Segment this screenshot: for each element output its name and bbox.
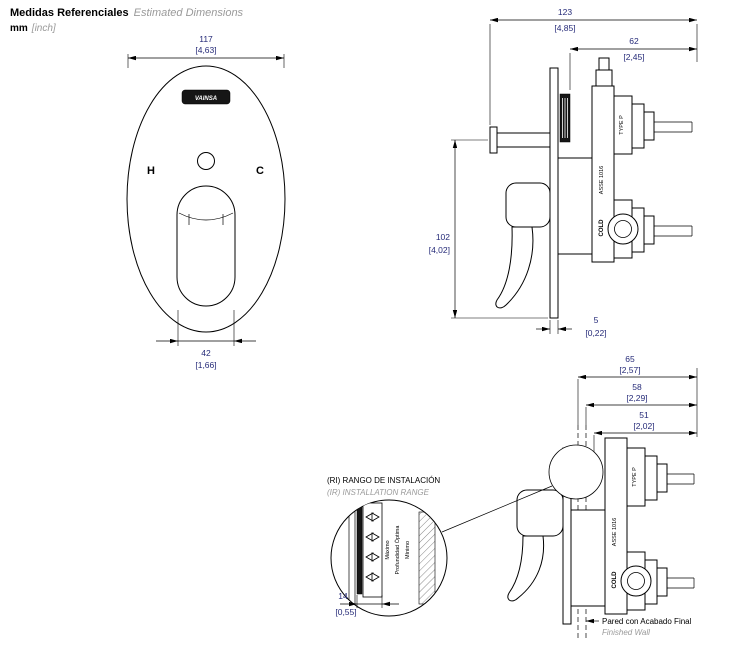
dim-plate-thickness: 5 [0,22]	[536, 315, 607, 338]
dim-valve-in: [2,45]	[623, 52, 644, 62]
dim-front-width: 117 [4,63]	[127, 34, 285, 68]
dim-install-max: 65 [2,57]	[578, 354, 697, 380]
dim-height-in: [4,02]	[429, 245, 450, 255]
dim-install-mid-in: [2,29]	[626, 393, 647, 403]
page-title: Medidas Referenciales Estimated Dimension…	[10, 7, 244, 19]
detail-circle	[330, 499, 448, 617]
install-view: 65 [2,57] 58 [2,29] 51 [2,02]	[441, 354, 698, 638]
dim-valve-depth: 62 [2,45]	[569, 36, 697, 90]
dim-height-mm: 102	[436, 232, 450, 242]
lever-handle-side-2	[507, 489, 564, 602]
wall-label-es: Pared con Acabado Final	[602, 617, 692, 626]
wall-section-hatch	[418, 511, 436, 605]
dim-height: 102 [4,02]	[429, 139, 548, 319]
header: Medidas Referenciales Estimated Dimension…	[10, 7, 244, 34]
side-view-top: TYPE P ASSE 1016 COLD 123 [4,85] 62 [2,4…	[429, 7, 698, 338]
dim-handle-width: 42 [1,66]	[156, 310, 256, 370]
dim-install-mid-mm: 58	[632, 382, 642, 392]
brand-logo-plate	[181, 89, 231, 105]
dim-front-width-in: [4,63]	[195, 45, 216, 55]
dim-install-max-in: [2,57]	[619, 365, 640, 375]
dim-install-min: 51 [2,02]	[594, 410, 697, 436]
type-stamp-2: TYPE P	[632, 467, 638, 487]
unit-mm: mm	[10, 23, 28, 34]
dim-front-width-mm: 117	[199, 34, 213, 44]
dim-plate-mm: 5	[594, 315, 599, 325]
brand-logo-text: VAINSA	[195, 96, 217, 102]
unit-inch: [inch]	[31, 23, 56, 34]
asse-stamp-2: ASSE 1016	[612, 518, 618, 546]
dim-plate-in: [0,22]	[585, 328, 606, 338]
outlet-pipe	[489, 126, 551, 154]
detail-contents: Máximo Profundidad Óptima Mínimo	[348, 502, 436, 614]
dim-range-mm: 14	[338, 591, 348, 601]
detail-leader	[441, 485, 553, 533]
type-stamp: TYPE P	[619, 115, 625, 135]
lever-handle-side	[495, 182, 551, 309]
units-note: mm[inch]	[10, 23, 56, 34]
detail-callout-circle	[548, 444, 604, 500]
asse-stamp: ASSE 1016	[599, 166, 605, 194]
valve-body-outline	[557, 57, 693, 263]
finished-wall-label: Pared con Acabado Final Finished Wall	[586, 617, 692, 637]
dim-valve-mm: 62	[629, 36, 639, 46]
range-arrows	[365, 512, 380, 582]
title-en: Estimated Dimensions	[134, 7, 244, 19]
dim-overall-mm: 123	[558, 7, 572, 17]
dim-install-mid: 58 [2,29]	[586, 382, 697, 408]
range-strip	[362, 502, 383, 598]
escutcheon-side	[549, 67, 559, 319]
dim-handle-width-mm: 42	[201, 348, 211, 358]
plaster-guard-label	[559, 93, 571, 143]
dim-install-min-in: [2,02]	[633, 421, 654, 431]
cold-stamp-2: COLD	[612, 571, 618, 589]
cold-marker: C	[256, 165, 264, 177]
detail-view: (RI) RANGO DE INSTALACIÓN (IR) INSTALLAT…	[327, 476, 448, 617]
wall-label-en: Finished Wall	[602, 628, 650, 637]
strip-label-min: Mínimo	[405, 541, 411, 559]
valve-body-outline-2	[570, 437, 695, 615]
range-label-en: (IR) INSTALLATION RANGE	[327, 488, 430, 497]
dim-install-max-mm: 65	[625, 354, 635, 364]
lever-handle-front	[176, 185, 236, 307]
strip-label-optimal: Profundidad Óptima	[394, 525, 401, 575]
dim-install-min-mm: 51	[639, 410, 649, 420]
cold-stamp: COLD	[599, 219, 605, 237]
hot-marker: H	[147, 165, 155, 177]
front-view: VAINSA H C 117 [4,63] 42 [1,66]	[126, 34, 286, 370]
title-es: Medidas Referenciales	[10, 7, 129, 19]
index-button	[197, 152, 215, 170]
strip-label-max: Máximo	[385, 540, 391, 559]
dim-overall-depth: 123 [4,85]	[489, 7, 698, 125]
dim-range-width: 14 [0,55]	[335, 591, 399, 617]
range-label-es: (RI) RANGO DE INSTALACIÓN	[327, 476, 440, 485]
dim-range-in: [0,55]	[335, 607, 356, 617]
dim-handle-width-in: [1,66]	[195, 360, 216, 370]
dim-overall-in: [4,85]	[554, 23, 575, 33]
